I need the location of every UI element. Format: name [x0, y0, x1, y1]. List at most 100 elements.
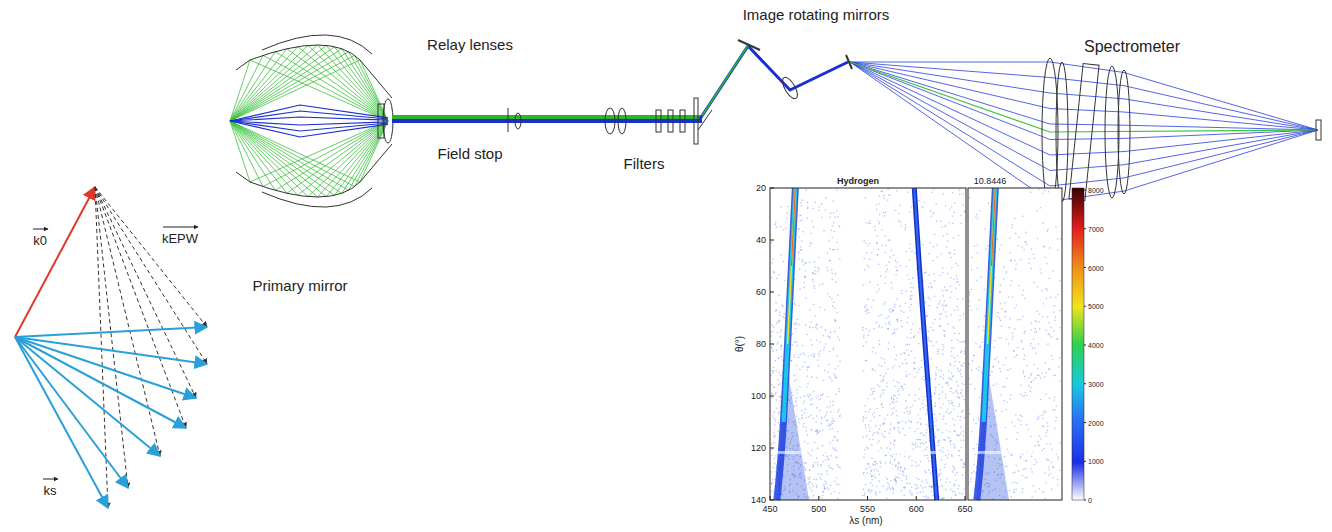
noise-dot: [1039, 313, 1041, 315]
noise-dot: [952, 470, 954, 472]
noise-dot: [823, 349, 825, 351]
noise-dot: [909, 307, 911, 309]
noise-dot: [1042, 222, 1044, 224]
noise-dot: [826, 267, 828, 269]
noise-dot: [948, 222, 950, 224]
noise-dot: [836, 477, 838, 479]
noise-dot: [878, 326, 880, 328]
noise-dot: [893, 444, 895, 446]
noise-dot: [945, 423, 947, 425]
noise-dot: [930, 358, 932, 360]
noise-dot: [771, 490, 773, 492]
noise-dot: [821, 203, 823, 205]
noise-dot: [1052, 359, 1054, 361]
noise-dot: [798, 258, 800, 260]
noise-dot: [809, 309, 811, 311]
noise-dot: [819, 410, 821, 412]
noise-dot: [795, 379, 797, 381]
noise-dot: [970, 309, 972, 311]
noise-dot: [1045, 482, 1047, 484]
noise-dot: [1013, 491, 1015, 493]
noise-dot: [893, 309, 895, 311]
noise-dot: [806, 202, 808, 204]
noise-dot: [780, 375, 782, 377]
noise-dot: [818, 353, 820, 355]
noise-dot: [779, 411, 781, 413]
noise-dot: [834, 437, 836, 439]
noise-dot: [809, 326, 811, 328]
noise-dot: [949, 403, 951, 405]
beam: [700, 46, 848, 119]
noise-dot: [923, 396, 925, 398]
noise-dot: [904, 229, 906, 231]
noise-dot: [835, 321, 837, 323]
noise-dot: [1012, 296, 1014, 298]
noise-dot: [883, 392, 885, 394]
noise-dot: [949, 377, 951, 379]
noise-dot: [871, 479, 873, 481]
noise-dot: [862, 327, 864, 329]
noise-dot: [885, 489, 887, 491]
noise-dot: [792, 395, 794, 397]
noise-dot: [826, 406, 828, 408]
noise-dot: [1022, 215, 1024, 217]
noise-dot: [1024, 376, 1026, 378]
noise-dot: [1055, 375, 1057, 377]
noise-dot: [920, 492, 922, 494]
noise-dot: [864, 306, 866, 308]
noise-dot: [951, 267, 953, 269]
noise-dot: [793, 354, 795, 356]
noise-dot: [778, 358, 780, 360]
noise-dot: [830, 485, 832, 487]
noise-dot: [803, 264, 805, 266]
relay-lens: [605, 108, 615, 134]
noise-dot: [827, 293, 829, 295]
noise-dot: [942, 485, 944, 487]
noise-dot: [907, 191, 909, 193]
noise-dot: [1014, 425, 1016, 427]
noise-dot: [808, 396, 810, 398]
noise-dot: [959, 397, 961, 399]
noise-dot: [938, 369, 940, 371]
noise-dot: [949, 297, 951, 299]
lens: [1118, 70, 1130, 194]
noise-dot: [908, 279, 910, 281]
noise-dot: [871, 389, 873, 391]
noise-dot: [882, 407, 884, 409]
noise-dot: [963, 467, 965, 469]
noise-dot: [807, 442, 809, 444]
noise-dot: [1057, 338, 1059, 340]
noise-dot: [934, 319, 936, 321]
noise-dot: [1014, 328, 1016, 330]
noise-dot: [869, 259, 871, 261]
noise-dot: [946, 457, 948, 459]
filter: [656, 110, 661, 132]
noise-dot: [896, 270, 898, 272]
noise-dot: [878, 433, 880, 435]
noise-dot: [898, 422, 900, 424]
noise-dot: [1046, 298, 1048, 300]
noise-dot: [889, 432, 891, 434]
noise-dot: [837, 431, 839, 433]
noise-dot: [872, 485, 874, 487]
noise-dot: [928, 339, 930, 341]
noise-dot: [896, 398, 898, 400]
noise-dot: [924, 272, 926, 274]
noise-dot: [927, 457, 929, 459]
noise-dot: [812, 208, 814, 210]
noise-dot: [895, 465, 897, 467]
noise-dot: [864, 449, 866, 451]
noise-dot: [885, 235, 887, 237]
spectrometer-rays: [850, 62, 1318, 202]
noise-dot: [830, 423, 832, 425]
noise-dot: [834, 480, 836, 482]
noise-dot: [885, 373, 887, 375]
noise-dot: [953, 424, 955, 426]
noise-dot: [1014, 218, 1016, 220]
noise-dot: [1017, 347, 1019, 349]
noise-dot: [812, 273, 814, 275]
noise-dot: [917, 422, 919, 424]
noise-dot: [923, 376, 925, 378]
noise-dot: [882, 379, 884, 381]
noise-dot: [807, 395, 809, 397]
